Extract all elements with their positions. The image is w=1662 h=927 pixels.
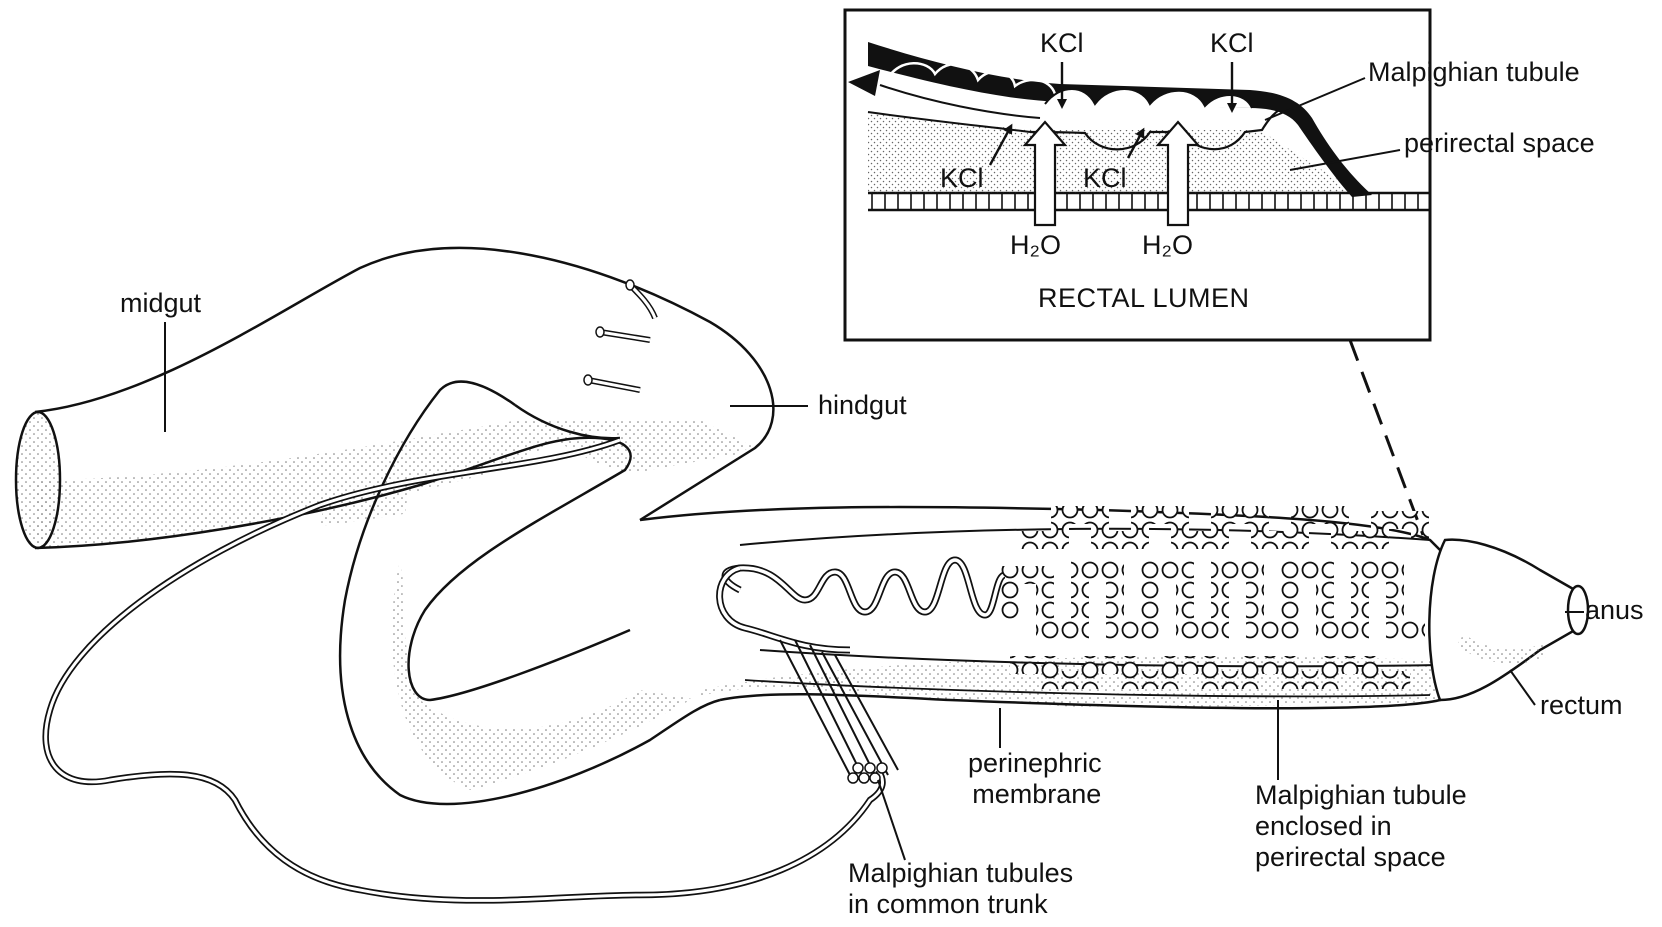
label-common-trunk-line1: Malpighian tubules [848, 858, 1073, 889]
inset-rectal-lumen: RECTAL LUMEN [1038, 283, 1250, 313]
inset-kcl-mid-1: KCl [940, 163, 984, 193]
label-midgut: midgut [120, 288, 201, 319]
label-anus: anus [1585, 595, 1644, 626]
label-malpighian-enclosed: Malpighian tubule enclosed in perirectal… [1255, 780, 1467, 873]
label-enclosed-line3: perirectal space [1255, 842, 1467, 873]
label-enclosed-line2: enclosed in [1255, 811, 1467, 842]
malpighian-beaded-top [1020, 515, 1420, 540]
malpighian-beaded-middle [1010, 570, 1425, 630]
inset-h2o-1: H₂O [1010, 230, 1061, 260]
malpighian-common-trunk [780, 640, 898, 783]
inset-malpighian-tubule: Malpighian tubule [1368, 57, 1580, 87]
inset-connector-dashed [1350, 340, 1423, 535]
label-enclosed-line1: Malpighian tubule [1255, 780, 1467, 811]
label-malpighian-common-trunk: Malpighian tubules in common trunk [848, 858, 1073, 920]
rectum-cap [1429, 540, 1575, 700]
label-perinephric-membrane: perinephric membrane [968, 748, 1102, 810]
inset-kcl-top-1: KCl [1040, 28, 1084, 58]
midgut-opening [16, 412, 60, 548]
label-perinephric-line1: perinephric [968, 748, 1102, 779]
label-perinephric-line2: membrane [968, 779, 1102, 810]
label-rectum: rectum [1540, 690, 1623, 721]
inset-perirectal-space: perirectal space [1404, 128, 1595, 158]
label-hindgut: hindgut [818, 390, 907, 421]
inset-h2o-2: H₂O [1142, 230, 1193, 260]
inset-kcl-top-2: KCl [1210, 28, 1254, 58]
label-common-trunk-line2: in common trunk [848, 889, 1073, 920]
inset-kcl-mid-2: KCl [1083, 163, 1127, 193]
